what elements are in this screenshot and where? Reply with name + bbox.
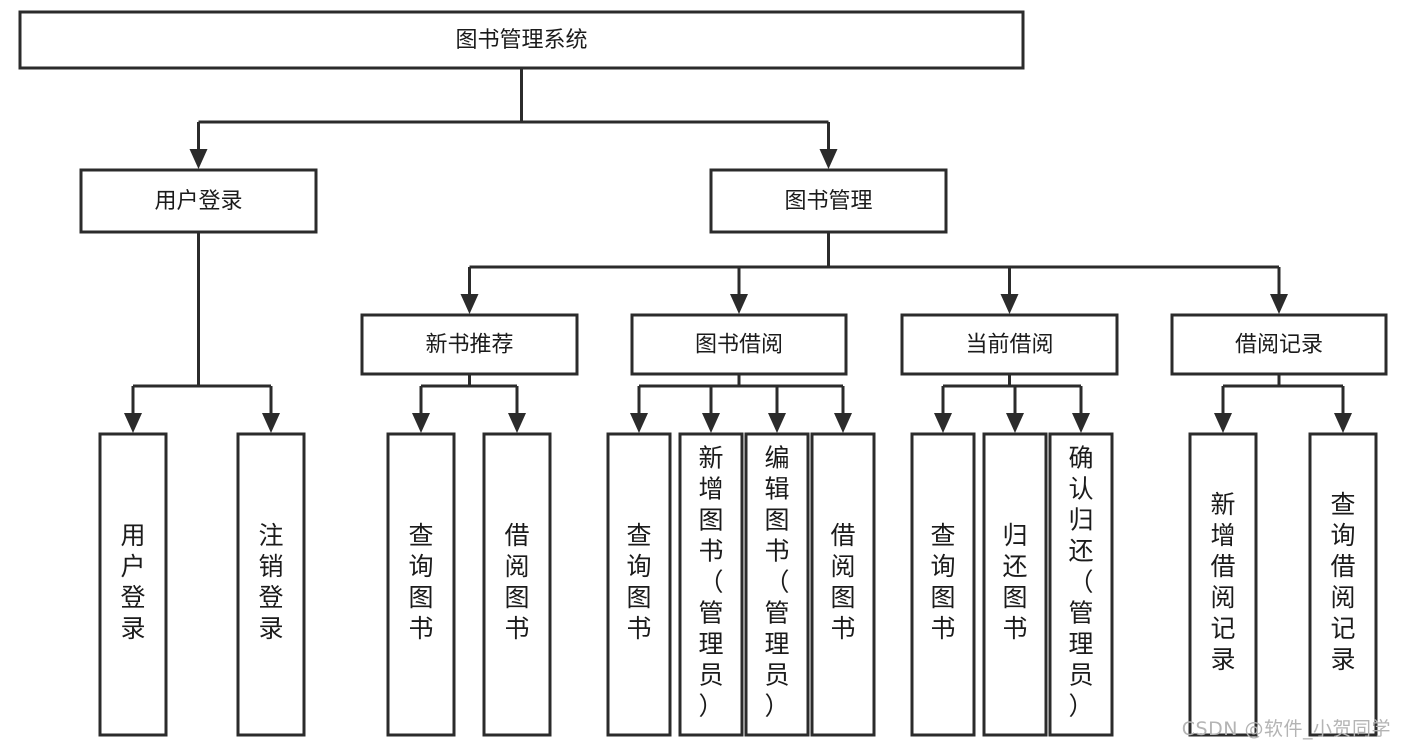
node-rect-编辑图书管理员[interactable] [744,432,810,737]
node-rect-查询图书[interactable] [910,432,976,737]
node-label-用户登录: 用户登录 [154,189,242,214]
node-leaf-10[interactable]: 确认归还（管理员） [1048,432,1114,737]
node-label-新增图书管理员: 新增图书（管理员） [698,444,723,721]
node-label-新增借阅记录: 新增借阅记录 [1210,490,1235,674]
node-level2-0[interactable]: 用户登录 [79,168,318,234]
node-rect-借阅图书[interactable] [482,432,552,737]
node-label-归还图书: 归还图书 [1002,521,1027,643]
node-level3-0[interactable]: 新书推荐 [360,313,579,376]
node-level2-1[interactable]: 图书管理 [709,168,948,234]
arrow-head-icon [460,294,479,314]
arrow-head-icon [189,149,208,169]
node-label-查询图书: 查询图书 [626,521,651,643]
node-label-图书管理系统: 图书管理系统 [455,28,587,53]
arrow-head-icon [768,413,786,433]
node-rect-当前借阅[interactable] [900,313,1119,376]
node-label-编辑图书管理员: 编辑图书（管理员） [764,444,789,721]
arrow-head-icon [934,413,952,433]
node-rect-新书推荐[interactable] [360,313,579,376]
node-label-图书借阅: 图书借阅 [695,333,783,358]
node-label-借阅图书: 借阅图书 [504,521,529,643]
arrow-head-icon [508,413,526,433]
node-label-查询图书: 查询图书 [408,521,433,643]
node-label-确认归还管理员: 确认归还（管理员） [1068,444,1093,721]
arrow-head-icon [1072,413,1090,433]
node-leaf-3[interactable]: 借阅图书 [482,432,552,737]
watermark-label: CSDN @软件_小贺同学 [1181,718,1391,740]
nodes-layer: 图书管理系统用户登录图书管理新书推荐图书借阅当前借阅借阅记录用户登录注销登录查询… [18,10,1388,737]
node-label-借阅图书: 借阅图书 [830,521,855,643]
node-label-用户登录: 用户登录 [120,521,145,643]
node-rect-用户登录[interactable] [98,432,168,737]
node-rect-确认归还管理员[interactable] [1048,432,1114,737]
node-label-查询图书: 查询图书 [930,521,955,643]
node-label-图书管理: 图书管理 [784,189,872,214]
arrow-head-icon [412,413,430,433]
node-rect-归还图书[interactable] [982,432,1048,737]
node-leaf-2[interactable]: 查询图书 [386,432,456,737]
arrow-head-icon [1000,294,1019,314]
node-leaf-5[interactable]: 新增图书（管理员） [678,432,744,737]
node-label-注销登录: 注销登录 [258,521,283,643]
arrow-head-icon [1214,413,1232,433]
node-leaf-1[interactable]: 注销登录 [236,432,306,737]
arrow-head-icon [1334,413,1352,433]
node-leaf-11[interactable]: 新增借阅记录 [1188,432,1258,737]
node-label-借阅记录: 借阅记录 [1235,333,1323,358]
node-leaf-4[interactable]: 查询图书 [606,432,672,737]
node-leaf-7[interactable]: 借阅图书 [810,432,876,737]
node-rect-新增借阅记录[interactable] [1188,432,1258,737]
node-level3-1[interactable]: 图书借阅 [630,313,848,376]
node-leaf-8[interactable]: 查询图书 [910,432,976,737]
node-rect-借阅图书[interactable] [810,432,876,737]
node-label-查询借阅记录: 查询借阅记录 [1330,490,1355,674]
node-rect-注销登录[interactable] [236,432,306,737]
node-rect-用户登录[interactable] [79,168,318,234]
arrow-head-icon [819,149,838,169]
node-leaf-9[interactable]: 归还图书 [982,432,1048,737]
arrow-head-icon [124,413,142,433]
node-rect-图书借阅[interactable] [630,313,848,376]
arrow-head-icon [1270,294,1288,314]
node-leaf-6[interactable]: 编辑图书（管理员） [744,432,810,737]
arrow-head-icon [262,413,280,433]
node-rect-图书管理系统[interactable] [18,10,1025,70]
arrow-head-icon [730,294,748,314]
node-label-新书推荐: 新书推荐 [425,333,513,358]
node-level3-2[interactable]: 当前借阅 [900,313,1119,376]
node-leaf-0[interactable]: 用户登录 [98,432,168,737]
node-rect-查询借阅记录[interactable] [1308,432,1378,737]
arrow-head-icon [702,413,720,433]
arrow-head-icon [834,413,852,433]
arrow-head-icon [1006,413,1024,433]
node-rect-查询图书[interactable] [386,432,456,737]
node-root[interactable]: 图书管理系统 [18,10,1025,70]
node-level3-3[interactable]: 借阅记录 [1170,313,1388,376]
node-rect-借阅记录[interactable] [1170,313,1388,376]
node-rect-查询图书[interactable] [606,432,672,737]
node-rect-图书管理[interactable] [709,168,948,234]
connectors-layer [124,68,1352,433]
arrow-head-icon [630,413,648,433]
node-leaf-12[interactable]: 查询借阅记录 [1308,432,1378,737]
node-label-当前借阅: 当前借阅 [965,333,1053,358]
node-rect-新增图书管理员[interactable] [678,432,744,737]
